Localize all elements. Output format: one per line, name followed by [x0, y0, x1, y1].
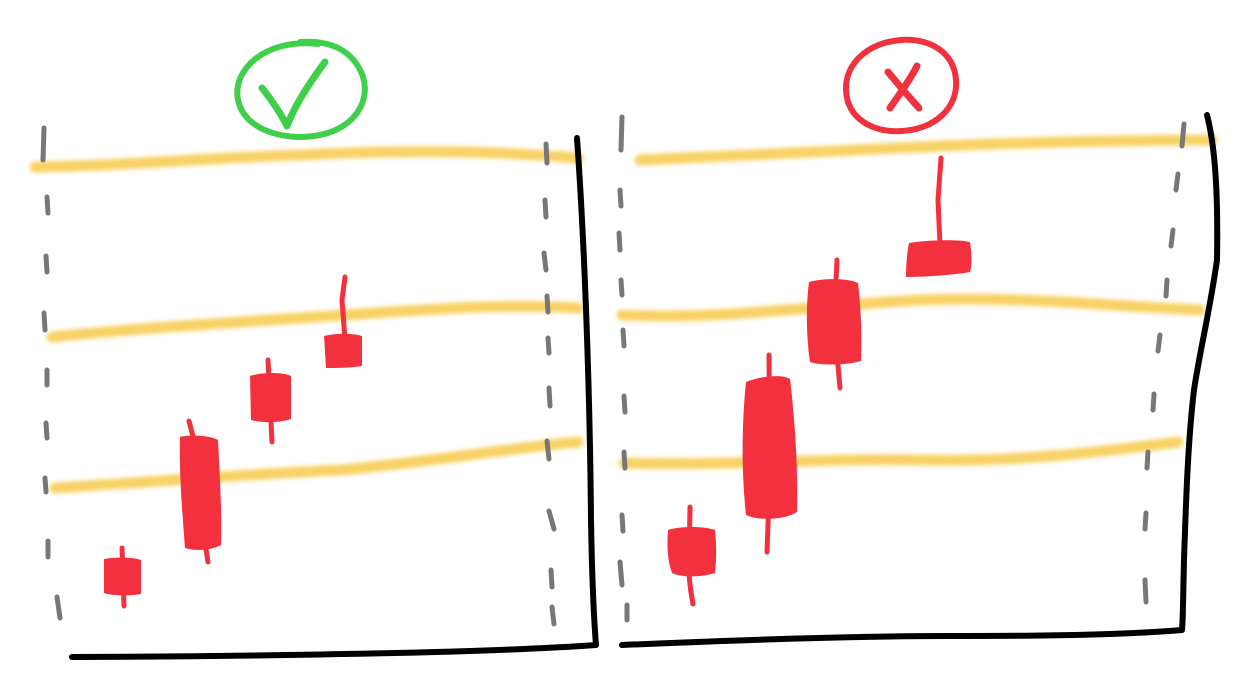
- panel-incorrect: [616, 36, 1221, 648]
- panel-frame: [69, 135, 599, 660]
- candle: [179, 418, 222, 565]
- price-level-line: [49, 436, 584, 494]
- cross-badge: [842, 36, 960, 135]
- left-dashed-boundary: [616, 114, 630, 623]
- candle: [104, 545, 141, 609]
- cross-mark-icon: [884, 62, 923, 112]
- right-dashed-boundary: [541, 141, 557, 627]
- panel-correct: [29, 38, 599, 660]
- check-mark-icon: [258, 58, 329, 130]
- candle: [324, 274, 362, 368]
- candle: [906, 155, 972, 277]
- candle: [742, 352, 798, 555]
- price-level-line: [634, 134, 1218, 166]
- left-dashed-boundary: [40, 125, 63, 621]
- right-dashed-boundary: [1142, 121, 1187, 605]
- price-level-line: [46, 300, 584, 343]
- price-level-line: [616, 293, 1206, 322]
- panel-frame: [619, 112, 1221, 648]
- check-badge: [234, 38, 368, 140]
- candle: [806, 257, 862, 391]
- candle: [667, 504, 717, 607]
- cross-badge-circle: [842, 36, 960, 135]
- check-badge-circle: [234, 38, 368, 140]
- price-level-line: [618, 436, 1184, 470]
- price-level-line: [29, 146, 584, 173]
- candle: [250, 357, 291, 445]
